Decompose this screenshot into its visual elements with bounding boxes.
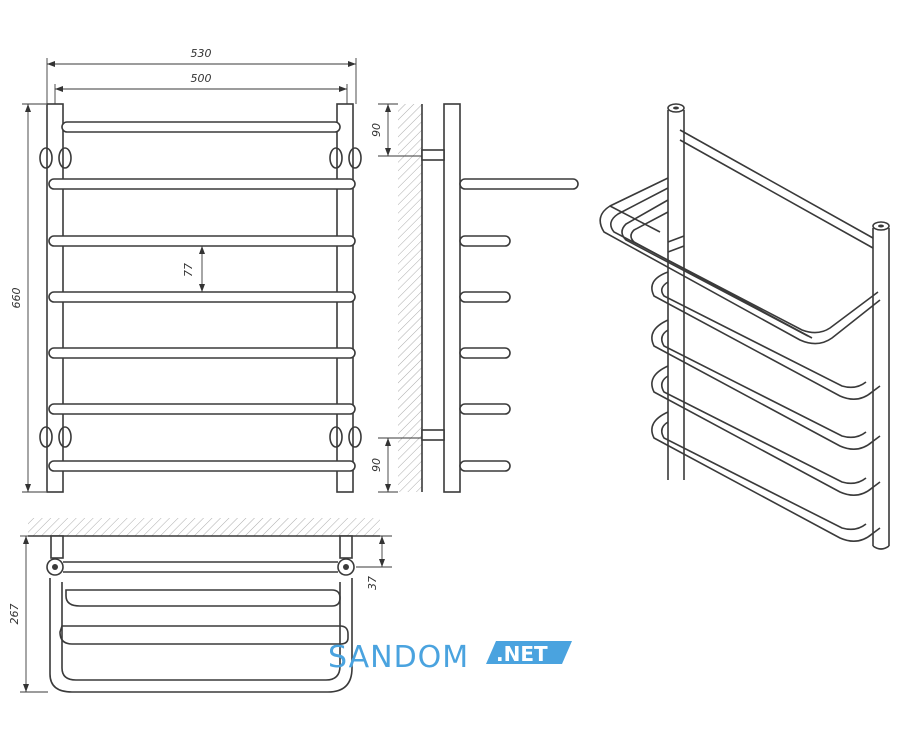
wall-side [398,104,422,492]
rung-1 [61,121,341,133]
dimension-label-267: 267 [8,604,21,625]
bracket-front-bottom-left [39,426,72,448]
side-rung-1 [459,178,579,190]
dimension-label-530: 530 [191,47,212,60]
rung-3 [48,235,356,247]
side-rung-6 [459,460,511,472]
rung-4 [48,291,356,303]
side-post [443,103,461,493]
dimension-overall-width: 530 [46,47,357,104]
dimension-label-90-bottom: 90 [370,458,383,472]
dimension-wall-offset: 37 [356,535,392,590]
side-rung-3 [459,291,511,303]
dimension-label-37: 37 [366,576,379,590]
dimension-label-500: 500 [191,72,212,85]
rung-2 [48,178,356,190]
watermark: SANDOM .NET [328,640,572,675]
side-view: 90 90 [370,103,579,493]
iso-rungs [651,271,881,542]
isometric-view [599,103,890,550]
bracket-side-top [421,149,445,161]
dimension-label-90-top: 90 [370,123,383,137]
watermark-brand: SANDOM [328,640,469,675]
rung-6 [48,403,356,415]
dimension-height: 660 [10,103,46,493]
front-view: 530 500 660 [10,47,362,493]
bracket-top-right [339,535,353,559]
dimension-bracket-offset-bottom: 90 [370,437,422,493]
post-top-right [337,558,355,576]
dimension-inner-width: 500 [54,72,348,104]
dimension-bracket-offset-top: 90 [370,103,422,157]
side-rung-5 [459,403,511,415]
side-rung-2 [459,235,511,247]
bracket-front-top-right [329,147,362,169]
bracket-side-bottom [421,429,445,441]
wall-top [28,518,380,536]
bracket-front-bottom-right [329,426,362,448]
dimension-depth: 267 [8,535,48,693]
dimension-bar-spacing: 77 [182,245,210,293]
dimension-label-660: 660 [10,288,23,309]
bracket-top-left [50,535,64,559]
side-rung-4 [459,347,511,359]
rung-7 [48,460,356,472]
top-view: 37 267 [8,518,392,693]
watermark-tld: .NET [496,642,548,666]
dimension-label-77: 77 [182,263,195,277]
rung-5 [48,347,356,359]
post-top-left [46,558,64,576]
bracket-front-top-left [39,147,72,169]
watermark-tld-badge [486,641,572,664]
